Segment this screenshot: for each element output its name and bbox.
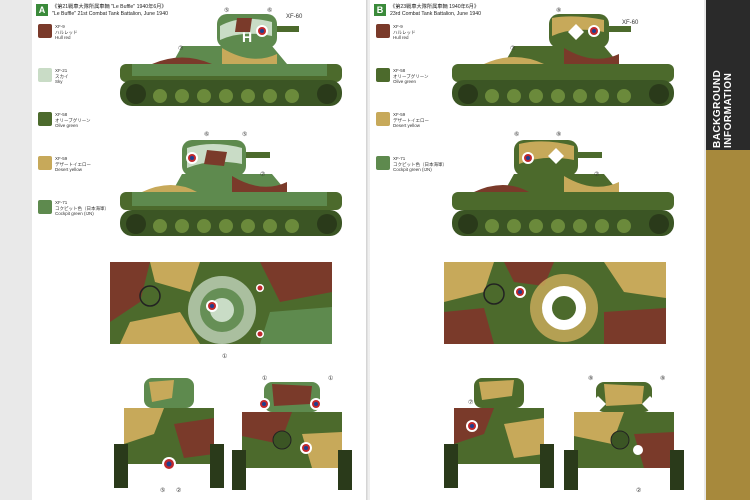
legend-code: XF-71 (55, 200, 68, 205)
scheme-a-title-en: "Le Buffle" 21st Combat Tank Battalion, … (52, 10, 168, 17)
legend-code: XF-9 (55, 24, 65, 29)
legend-jp: デザートイエロー (393, 117, 429, 123)
color-swatch (376, 156, 390, 170)
color-swatch (38, 156, 52, 170)
svg-text:⑧: ⑧ (556, 131, 561, 138)
svg-text:⑦: ⑦ (468, 399, 473, 406)
background-information-label: BACKGROUND INFORMATION (712, 69, 734, 148)
svg-text:⑧: ⑧ (588, 375, 593, 382)
svg-text:⑤: ⑤ (224, 7, 229, 14)
svg-text:⑦: ⑦ (260, 171, 265, 178)
scheme-b-title-jp: 《第23戦車大隊所属車輌 1940年6月》 (390, 4, 480, 10)
scheme-b-side-view-right: ⑥ ⑧ ⑦ (452, 131, 674, 236)
legend-en: Olive green (393, 79, 417, 84)
color-swatch (38, 200, 52, 214)
svg-text:H: H (242, 29, 252, 45)
color-swatch (376, 68, 390, 82)
svg-text:②: ② (176, 487, 181, 494)
scheme-a-side-view-left: H XF-60 ⑤ ⑥ ⑦ (120, 7, 342, 106)
svg-text:⑦: ⑦ (594, 171, 599, 178)
color-swatch (376, 112, 390, 126)
legend-jp: ハルレッド (55, 29, 78, 35)
svg-text:①: ① (222, 353, 227, 360)
scheme-b-header: B 《第23戦車大隊所属車輌 1940年6月》 23rd Combat Tank… (374, 4, 550, 17)
legend-jp: スカイ (55, 73, 69, 79)
scheme-a-top-view: ① (110, 262, 332, 360)
legend-code: XF-59 (55, 156, 68, 161)
legend-en: Cockpit green (IJN) (393, 167, 432, 172)
legend-en: Olive green (55, 123, 79, 128)
color-swatch (376, 24, 390, 38)
legend-jp: コクピット色（日本海軍） (55, 205, 109, 211)
legend-code: XF-71 (393, 156, 406, 161)
svg-text:⑥: ⑥ (514, 131, 519, 138)
instruction-page-right: B 《第23戦車大隊所属車輌 1940年6月》 23rd Combat Tank… (370, 0, 704, 500)
legend-code: XF-58 (55, 112, 68, 117)
scheme-a-title-jp: 《第21戦車大隊所属車輌 "Le Buffle" 1940年6月》 (52, 4, 167, 10)
svg-text:⑤: ⑤ (242, 131, 247, 138)
scheme-b-title-en: 23rd Combat Tank Battalion, June 1940 (390, 10, 482, 17)
legend-code: XF-59 (393, 112, 406, 117)
scheme-b-front-view: ⑦ (444, 378, 554, 488)
scheme-a-side-view-right: ⑥ ⑤ ⑦ (120, 131, 342, 236)
background-information-tab: BACKGROUND INFORMATION (706, 0, 750, 500)
svg-text:XF-60: XF-60 (286, 14, 303, 20)
svg-text:XF-60: XF-60 (622, 20, 639, 26)
color-swatch (38, 112, 52, 126)
instruction-page-left: A 《第21戦車大隊所属車輌 "Le Buffle" 1940年6月》 "Le … (32, 0, 368, 500)
svg-text:⑦: ⑦ (178, 45, 183, 52)
scheme-b-side-view-left: XF-60 ⑧ ⑦ (452, 7, 674, 106)
scheme-a-badge: A (36, 4, 48, 16)
page-spine (366, 0, 372, 500)
legend-jp: オリーブグリーン (55, 117, 91, 123)
legend-code: XF-21 (55, 68, 68, 73)
scheme-b-badge: B (374, 4, 386, 16)
legend-en: Cockpit green (IJN) (55, 211, 94, 216)
tab-gold-band (706, 150, 750, 500)
scheme-b-top-view (444, 262, 666, 344)
legend-en: Hull red (55, 35, 71, 40)
svg-text:①: ① (262, 375, 267, 382)
scheme-a-header: A 《第21戦車大隊所属車輌 "Le Buffle" 1940年6月》 "Le … (36, 4, 212, 17)
legend-code: XF-58 (393, 68, 406, 73)
legend-en: Hull red (393, 35, 409, 40)
svg-text:⑧: ⑧ (660, 375, 665, 382)
legend-en: Sky (55, 79, 63, 84)
svg-text:⑧: ⑧ (556, 7, 561, 14)
color-swatch (38, 68, 52, 82)
legend-en: Desert yellow (55, 167, 83, 172)
svg-text:⑥: ⑥ (204, 131, 209, 138)
legend-jp: コクピット色（日本海軍） (393, 161, 447, 167)
legend-en: Desert yellow (393, 123, 421, 128)
color-swatch (38, 24, 52, 38)
svg-text:⑤: ⑤ (160, 487, 165, 494)
svg-text:①: ① (328, 375, 333, 382)
svg-text:⑦: ⑦ (510, 45, 515, 52)
svg-text:②: ② (636, 487, 641, 494)
svg-text:⑥: ⑥ (267, 7, 272, 14)
legend-jp: ハルレッド (393, 29, 416, 35)
legend-jp: オリーブグリーン (393, 73, 429, 79)
legend-code: XF-9 (393, 24, 403, 29)
legend-jp: デザートイエロー (55, 161, 91, 167)
scheme-b-rear-view: ⑧ ⑧ ② (564, 375, 684, 494)
